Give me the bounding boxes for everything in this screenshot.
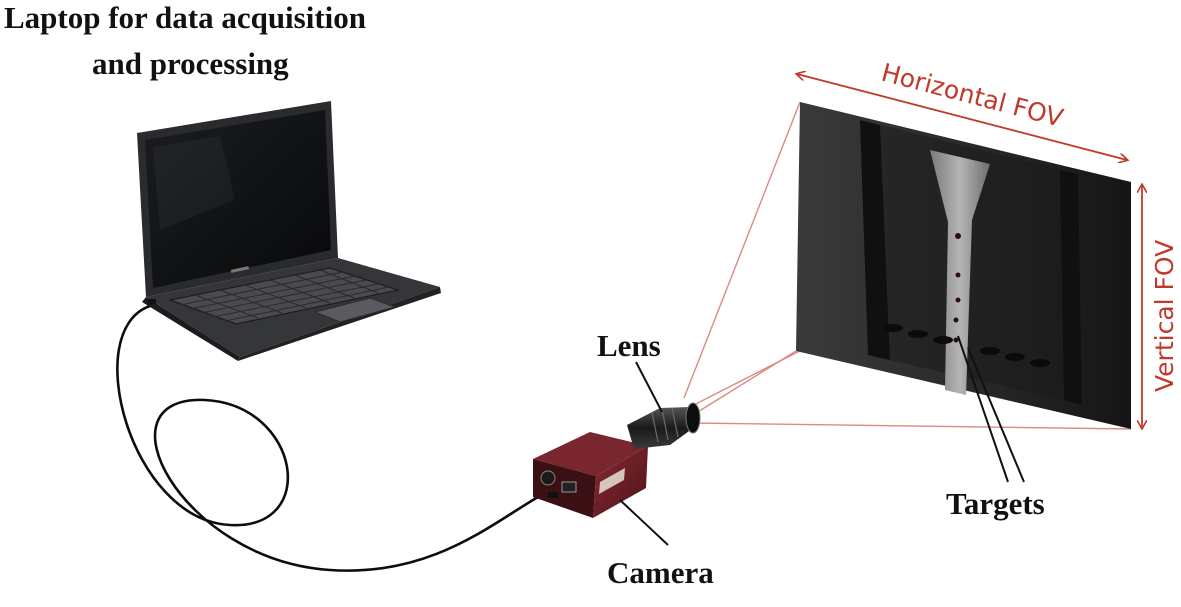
camera-icon bbox=[533, 432, 648, 518]
horizontal-fov-label: Horizontal FOV bbox=[878, 58, 1066, 133]
camera-pointer bbox=[619, 499, 669, 546]
laptop-label-line1: Laptop for data acquisition bbox=[4, 0, 366, 35]
laptop-label-line2: and processing bbox=[92, 46, 289, 81]
lens-icon bbox=[627, 402, 701, 449]
lens-label: Lens bbox=[597, 328, 661, 363]
targets-label: Targets bbox=[946, 486, 1045, 521]
camera-label: Camera bbox=[607, 555, 714, 590]
targets-pointer bbox=[957, 335, 1025, 483]
horizontal-fov-arrow bbox=[797, 74, 1127, 160]
specimen-image bbox=[796, 102, 1131, 429]
vertical-fov-label: Vertical FOV bbox=[1150, 240, 1179, 392]
laptop-icon bbox=[137, 101, 441, 361]
lens-pointer bbox=[635, 361, 663, 413]
usb-cable bbox=[116, 304, 539, 572]
